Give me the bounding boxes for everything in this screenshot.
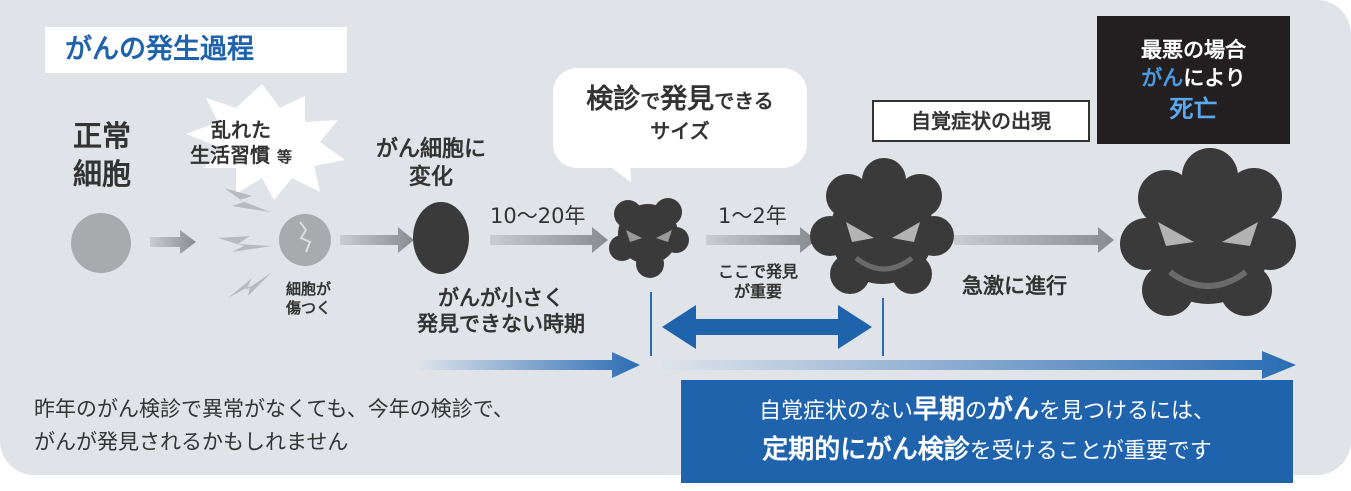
lightning-icon <box>228 272 272 298</box>
damage-line2: 傷つく <box>286 298 332 317</box>
worst-case-cancer: がん <box>1141 66 1184 91</box>
annual-screening-note: 昨年のがん検診で異常がなくても、今年の検診で、 がんが発見されるかもしれません <box>34 393 514 458</box>
habit-suffix: 等 <box>276 148 292 166</box>
rapid-progress-label: 急激に進行 <box>962 274 1067 298</box>
undetectable-line1: がんが小さく <box>438 286 564 310</box>
cta-early: 早期 <box>912 395 965 425</box>
page-title: がんの発生過程 <box>45 27 347 73</box>
worst-case-death: 死亡 <box>1169 94 1218 123</box>
hidden-period-arrow <box>418 352 640 378</box>
worst-case-rest: により <box>1183 66 1246 91</box>
habit-line2: 生活習慣 <box>190 143 270 167</box>
cta-text: を受けることが重要です <box>969 439 1212 465</box>
habit-label: 乱れた 生活習慣 等 <box>190 118 292 168</box>
arrow-1 <box>150 230 196 254</box>
cta-cancer: がん <box>987 395 1040 425</box>
important-line2: が重要 <box>734 282 783 301</box>
normal-cell <box>71 213 131 273</box>
progression-arrow <box>662 351 1296 379</box>
arrow-2 <box>340 227 414 253</box>
arrow-4 <box>706 227 816 253</box>
note-line2: がんが発見されるかもしれません <box>34 429 349 454</box>
cta-text: 自覚症状のない <box>758 399 913 424</box>
undetectable-period-label: がんが小さく 発見できない時期 <box>417 285 585 338</box>
speech-bubble <box>553 68 807 168</box>
habit-line1: 乱れた <box>210 118 271 142</box>
change-label: がん細胞に 変化 <box>376 136 486 191</box>
bubble-size: サイズ <box>650 119 710 144</box>
cell-crack <box>299 221 312 253</box>
cancer-cell-medium <box>609 198 689 278</box>
undetectable-line2: 発見できない時期 <box>417 312 585 337</box>
arrow-5 <box>954 227 1114 253</box>
damage-label: 細胞が 傷つく <box>286 280 331 318</box>
period-label-2: 1〜2年 <box>718 204 787 228</box>
cancer-cell-small <box>413 202 469 274</box>
symptom-box: 自覚症状の出現 <box>872 100 1090 142</box>
normal-label-line1: 正常 <box>73 119 132 153</box>
habit-starburst <box>186 84 345 200</box>
worst-case-box: 最悪の場合 がんにより 死亡 <box>1097 16 1290 144</box>
cancer-cell-large <box>810 158 954 294</box>
cancer-cell-huge <box>1120 148 1296 316</box>
change-line2: 変化 <box>409 164 454 190</box>
speech-bubble-text: 検診で発見できる サイズ <box>553 82 807 145</box>
arrow-3 <box>490 227 608 253</box>
cta-text: を見つけるには、 <box>1039 399 1216 424</box>
damage-line1: 細胞が <box>286 280 332 298</box>
bubble-can: できる <box>714 89 774 113</box>
lightning-icon <box>224 188 270 212</box>
lightning-icon <box>218 236 272 252</box>
change-line1: がん細胞に <box>376 137 487 162</box>
cta-text: の <box>964 399 987 424</box>
cta-regular-screening: 定期的にがん検診 <box>762 435 970 466</box>
call-to-action-box: 自覚症状のない早期のがんを見つけるには、 定期的にがん検診を受けることが重要です <box>681 380 1293 483</box>
bubble-screening: 検診 <box>586 84 641 115</box>
bubble-de: で <box>640 89 661 113</box>
worst-case-line1: 最悪の場合 <box>1141 38 1246 62</box>
period-label-1: 10〜20年 <box>490 204 586 228</box>
important-detection-label: ここで発見 が重要 <box>718 262 798 302</box>
normal-cell-label: 正常 細胞 <box>73 118 131 193</box>
normal-label-line2: 細胞 <box>73 156 132 191</box>
note-line1: 昨年のがん検診で異常がなくても、今年の検診で、 <box>34 397 514 421</box>
bubble-discovery: 発見 <box>660 84 715 115</box>
detection-window-arrow <box>662 305 872 349</box>
important-line1: ここで発見 <box>718 262 799 281</box>
